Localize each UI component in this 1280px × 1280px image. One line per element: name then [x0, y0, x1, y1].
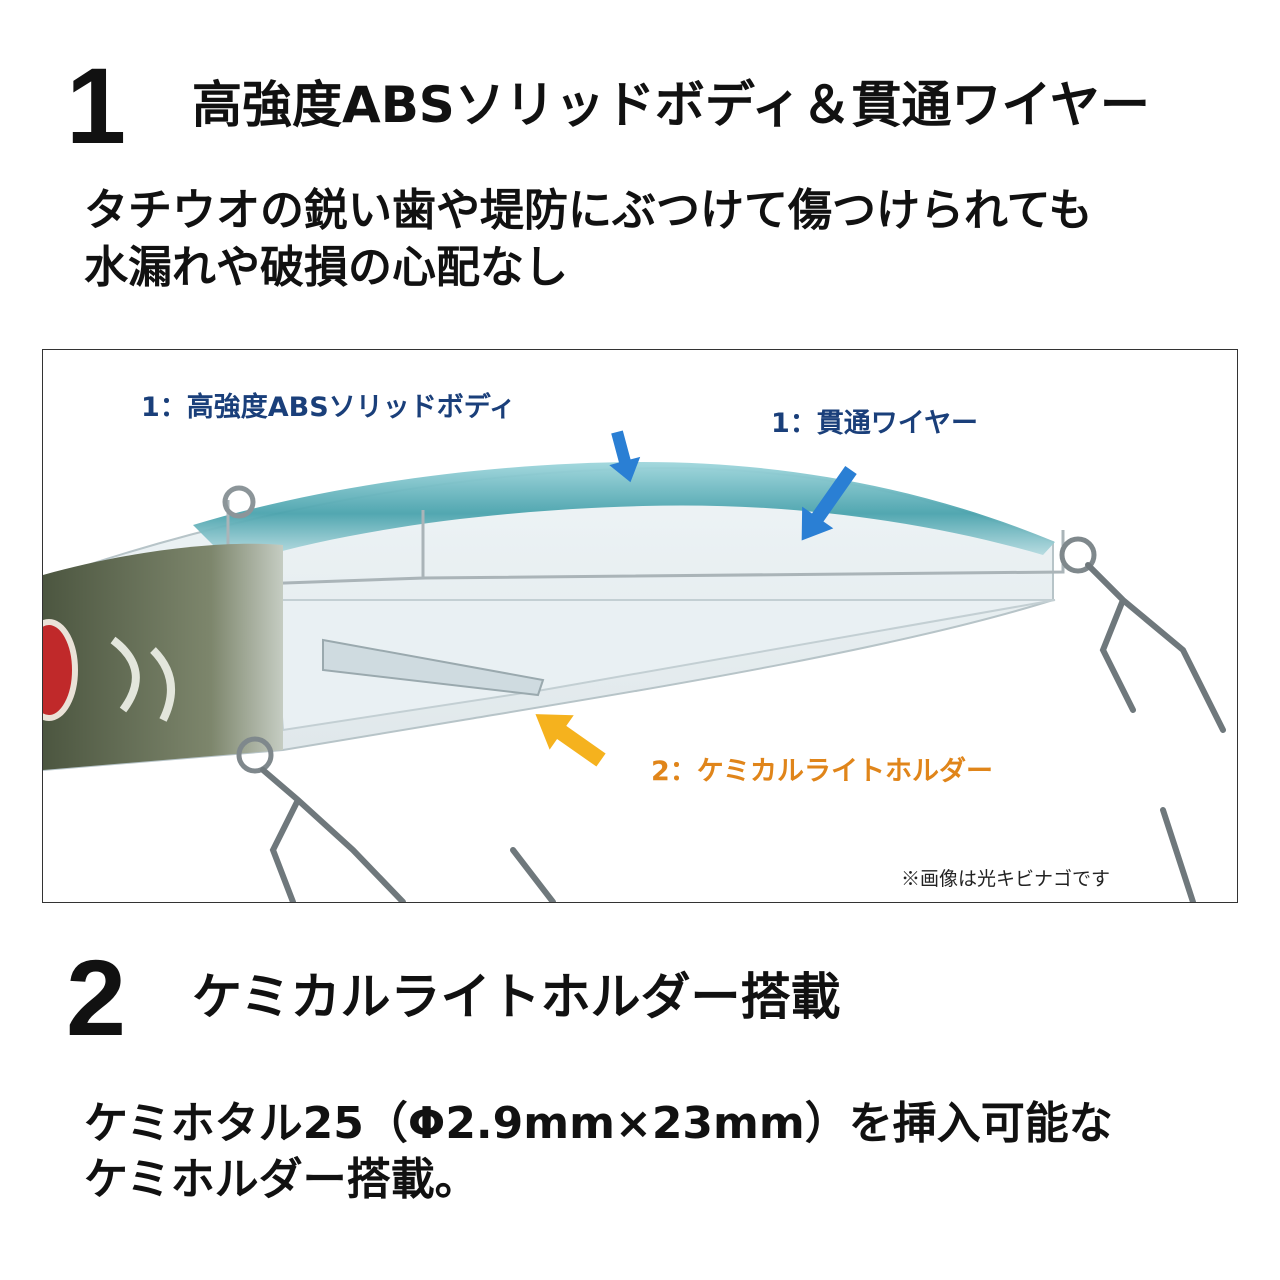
- lure-illustration: [43, 430, 1226, 902]
- rear-hook-point: [1160, 807, 1196, 902]
- lure-photo: 1：高強度ABSソリッドボディ 1：貫通ワイヤー 2：ケミカルライトホルダー ※…: [42, 349, 1238, 903]
- chemical-light-holder: [322, 638, 545, 697]
- callout-abs-solid-body: 1：高強度ABSソリッドボディ: [141, 392, 516, 423]
- rear-split-ring: [1059, 536, 1097, 574]
- lure-gill-marks: [110, 636, 175, 722]
- rear-treble-hook: [1085, 562, 1226, 733]
- section-1-description-line-1: タチウオの鋭い歯や堤防にぶつけて傷つけられても: [84, 185, 1093, 236]
- section-1-description-line-2: 水漏れや破損の心配なし: [84, 242, 568, 293]
- section-2-description-line-1: ケミホタル25（Φ2.9mm×23mm）を挿入可能な: [84, 1098, 1113, 1149]
- front-split-ring: [236, 736, 274, 774]
- line-eye-ring: [222, 485, 256, 519]
- callout-through-wire: 1：貫通ワイヤー: [771, 408, 978, 439]
- hook-tip: [510, 847, 556, 902]
- section-2-title: ケミカルライトホルダー搭載: [192, 968, 841, 1026]
- lure-eye: [43, 619, 78, 721]
- section-2-description-line-2: ケミホルダー搭載。: [84, 1154, 479, 1205]
- callout-chemical-light-holder: 2：ケミカルライトホルダー: [651, 756, 993, 787]
- section-1-title: 高強度ABSソリッドボディ＆貫通ワイヤー: [192, 76, 1150, 134]
- arrow-wire: [801, 465, 857, 541]
- section-1-number: 1: [66, 45, 127, 166]
- arrow-holder: [535, 714, 606, 767]
- image-note: ※画像は光キビナゴです: [901, 868, 1111, 890]
- section-2-number: 2: [66, 937, 127, 1058]
- front-treble-hook: [260, 767, 406, 902]
- through-wire: [226, 500, 1065, 587]
- arrow-body: [609, 430, 641, 483]
